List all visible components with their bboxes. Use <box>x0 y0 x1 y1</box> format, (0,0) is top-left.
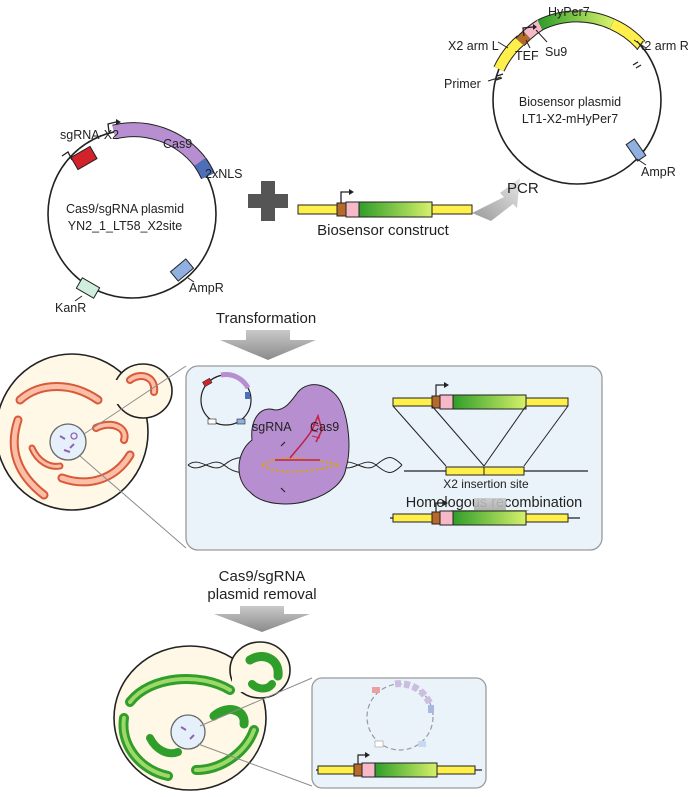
biosensor-plasmid: HyPer7 X2 arm L X2 arm R Primer TEF Su9 … <box>444 5 689 185</box>
final-panel-background <box>311 677 487 789</box>
final-hyper7 <box>374 762 438 778</box>
removal-label-line1: Cas9/sgRNA <box>219 568 306 585</box>
dna-strand-top <box>261 457 341 466</box>
panel-cas9-label: Cas9 <box>310 420 339 434</box>
dna-strand-bottom <box>261 464 341 473</box>
construct-arm-r <box>431 204 473 215</box>
biosensor-ampr-box <box>625 138 647 162</box>
removal-arrow <box>214 606 310 632</box>
transformation-step: Transformation <box>216 310 316 360</box>
biosensor-plasmid-name: Biosensor plasmid <box>519 95 621 109</box>
construct-label: Biosensor construct <box>317 222 450 239</box>
cas9-plasmid: sgRNA-X2 Cas9 2xNLS Cas9/sgRNA plasmid Y… <box>47 119 243 315</box>
mitochondrion-green <box>248 680 276 693</box>
hyper7-segment <box>537 11 615 30</box>
nls-segment <box>194 158 214 179</box>
pcr-arrow: PCR <box>472 178 539 221</box>
final-arm-r <box>436 765 476 775</box>
cas9-plasmid-id: YN2_1_LT58_X2site <box>68 219 182 233</box>
transformation-arrow <box>220 330 316 360</box>
sgrna-x2-label: sgRNA-X2 <box>60 128 119 142</box>
construct-promoter-arrow-icon <box>340 191 350 203</box>
removal-step: Cas9/sgRNA plasmid removal <box>207 568 317 632</box>
kanr-label: KanR <box>55 301 86 315</box>
plasmid-icon <box>59 435 75 453</box>
construct-hyper7 <box>358 201 433 218</box>
transformation-label: Transformation <box>216 310 316 327</box>
mitochondrion-green <box>209 705 249 729</box>
cas9-promoter-arrow-icon <box>107 121 117 133</box>
primer-mark-icon <box>495 73 504 81</box>
final-panel <box>311 677 487 789</box>
nucleus-final <box>170 714 206 750</box>
construct-tef <box>336 202 347 217</box>
plus-icon <box>248 181 288 221</box>
biosensor-plasmid-id: LT1-X2-mHyPer7 <box>522 112 618 126</box>
primer-mark-icon-right <box>632 61 642 69</box>
sgrna-promoter-arrow-icon <box>61 151 73 161</box>
mitochondrion-green <box>146 734 182 758</box>
biosensor-construct: Biosensor construct <box>297 189 473 239</box>
sgrna-hairpin <box>289 413 323 459</box>
cas9-label: Cas9 <box>163 137 192 151</box>
tef-segment <box>516 31 531 46</box>
mitochondrion-green <box>245 652 283 681</box>
promoter-arrow-icon <box>522 26 534 37</box>
cas9-ampr-box <box>169 258 195 282</box>
panel-construct-hyper7 <box>452 394 527 410</box>
panel-construct-arm-r <box>525 397 569 407</box>
panel-sgrna-label: sgRNA <box>252 420 292 434</box>
insertion-site-label: X2 insertion site <box>443 477 529 491</box>
biosensor-ampr-label: AmpR <box>641 165 676 179</box>
construct-su9 <box>345 201 360 218</box>
su9-label: Su9 <box>545 45 567 59</box>
result-arm-r <box>525 513 569 523</box>
cut-site-icon <box>280 441 286 493</box>
cas9-segment <box>112 123 206 167</box>
yeast-cell-final <box>113 641 313 791</box>
nls-label: 2xNLS <box>205 167 243 181</box>
nucleus <box>49 423 87 461</box>
pcr-arrow-shape <box>472 178 520 221</box>
x2-arm-r-label: X2 arm R <box>636 39 689 53</box>
cas9-plasmid-name: Cas9/sgRNA plasmid <box>66 202 184 216</box>
x2-arm-l-label: X2 arm L <box>448 39 499 53</box>
result-hyper7 <box>452 510 527 526</box>
yeast-cell-transformed <box>0 353 187 549</box>
primer-label: Primer <box>444 77 481 91</box>
cas9-protein <box>238 384 350 505</box>
tef-label: TEF <box>515 49 539 63</box>
dna-helix-right <box>339 457 403 473</box>
hyper7-label: HyPer7 <box>548 5 590 19</box>
sgrna-x2-box <box>70 145 98 171</box>
kanr-box <box>75 277 101 299</box>
cas9-ampr-label: AmpR <box>189 281 224 295</box>
pcr-label: PCR <box>507 180 539 197</box>
recombination-panel: sgRNA Cas9 X2 insertion site Homologous … <box>185 365 603 551</box>
removal-label-line2: plasmid removal <box>207 586 316 603</box>
